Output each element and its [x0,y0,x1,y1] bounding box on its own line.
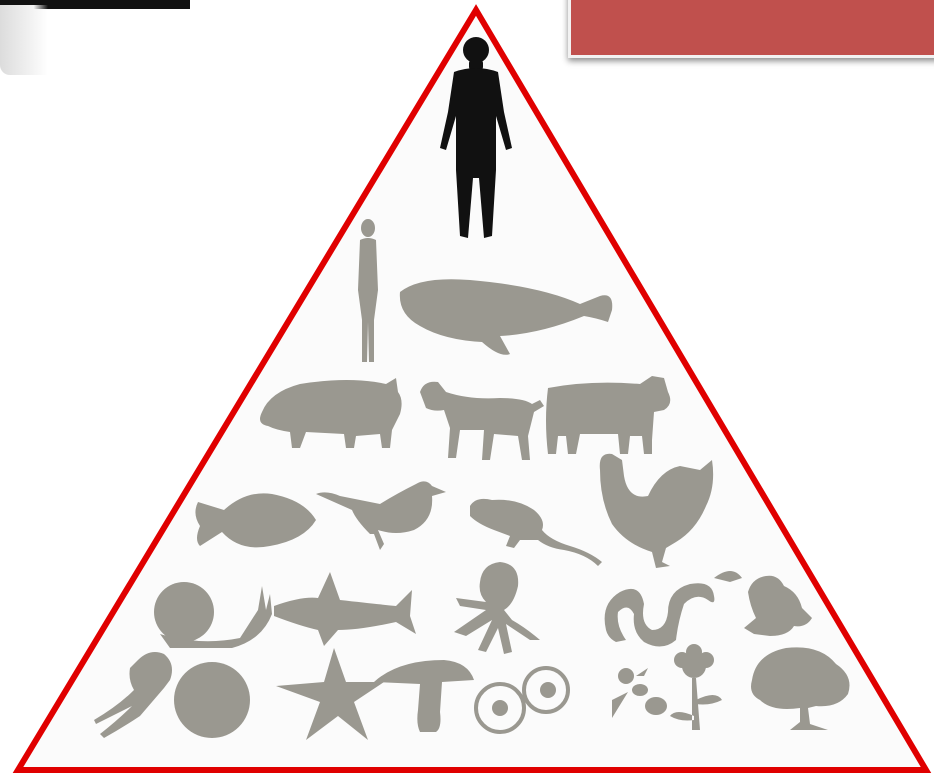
sponge-icon [174,662,250,738]
